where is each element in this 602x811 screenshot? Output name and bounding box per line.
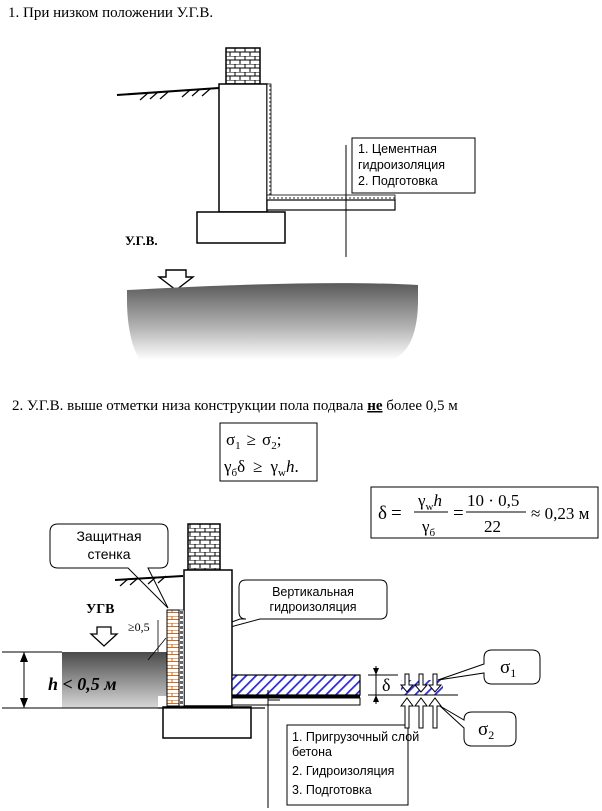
sigma2-label: σ2 (478, 719, 494, 742)
legend-1-line-1: 1. Цементная (358, 142, 437, 156)
footing-2 (162, 706, 252, 739)
callout-wall-line-1: Защитная (76, 528, 141, 544)
sigma2-arrows (400, 697, 442, 729)
floor-waterproofing-2 (232, 695, 360, 698)
inequality-2: γбδ≥γwh. (223, 457, 299, 479)
brick-wall-top-2 (187, 523, 221, 571)
groundwater-2 (62, 652, 180, 708)
legend-2-line-4: 3. Подготовка (292, 783, 372, 797)
delta-dimension (368, 666, 398, 704)
delta-label: δ (382, 675, 390, 695)
basement-wall-2 (183, 569, 233, 707)
formula-lhs: δ= (378, 503, 402, 524)
groundwater-1 (127, 283, 418, 360)
section1-title: 1. При низком положении У.Г.В. (8, 5, 213, 21)
ground-surface-2 (114, 575, 184, 587)
ugv-arrow-2 (89, 626, 119, 647)
h-label: h < 0,5 м (48, 674, 117, 694)
callout-sigma2 (439, 705, 517, 747)
legend-1-line-3: 2. Подготовка (358, 174, 438, 188)
h-dimension (2, 651, 160, 709)
callout-vertical-line-2: гидроизоляция (270, 600, 357, 614)
vertical-waterproofing-1 (266, 83, 272, 199)
basement-wall-1 (218, 83, 268, 213)
legend-box-1 (351, 137, 476, 194)
inequality-box (219, 422, 318, 482)
legend-2-line-2: бетона (292, 745, 332, 759)
legend-1-line-2: гидроизоляция (358, 158, 445, 172)
sigma1-arrows (399, 673, 443, 693)
legend-2-line-1: 1. Пригрузочный слой (292, 730, 419, 744)
formula-frac2-den: 22 (484, 517, 501, 536)
callout-protective-wall (49, 523, 169, 609)
vertical-waterproofing-2 (178, 609, 185, 707)
ballast-concrete-layer (231, 674, 361, 696)
formula-frac1-num: γwh (417, 491, 442, 513)
formula-frac2-num: 10 · 0,5 (467, 491, 519, 510)
svg-text:=: = (453, 503, 464, 524)
section2-title: 2. У.Г.В. выше отметки низа конструкции … (12, 398, 458, 414)
ugv-arrow-1 (156, 269, 196, 291)
inequality-1: σ1≥σ2; (226, 430, 281, 452)
formula-result: ≈ 0,23 м (531, 504, 590, 523)
legend-box-2 (286, 724, 409, 806)
ground-surface-1 (116, 87, 220, 101)
sigma1-label: σ1 (500, 657, 516, 680)
floor-preparation-1 (266, 199, 396, 211)
callout-vertical-line-1: Вертикальная (272, 585, 354, 599)
formula: δ= γwh γб = 10 · 0,5 22 ≈ 0,23 м (378, 491, 590, 539)
protective-wall (166, 609, 180, 707)
ugv-label-2: УГВ (86, 602, 115, 617)
ugv-label-1: У.Г.В. (125, 233, 158, 248)
formula-frac1-den: γб (421, 517, 436, 539)
legend-2-line-3: 2. Гидроизоляция (292, 764, 394, 778)
floor-preparation-2 (231, 697, 361, 706)
callout-sigma1 (437, 649, 541, 685)
brick-wall-top-1 (225, 47, 261, 85)
callout-wall-line-2: стенка (88, 546, 131, 562)
footing-1 (196, 211, 286, 244)
floor-waterproofing-1 (266, 194, 396, 201)
dim-offset-label: ≥0,5 (128, 620, 150, 634)
